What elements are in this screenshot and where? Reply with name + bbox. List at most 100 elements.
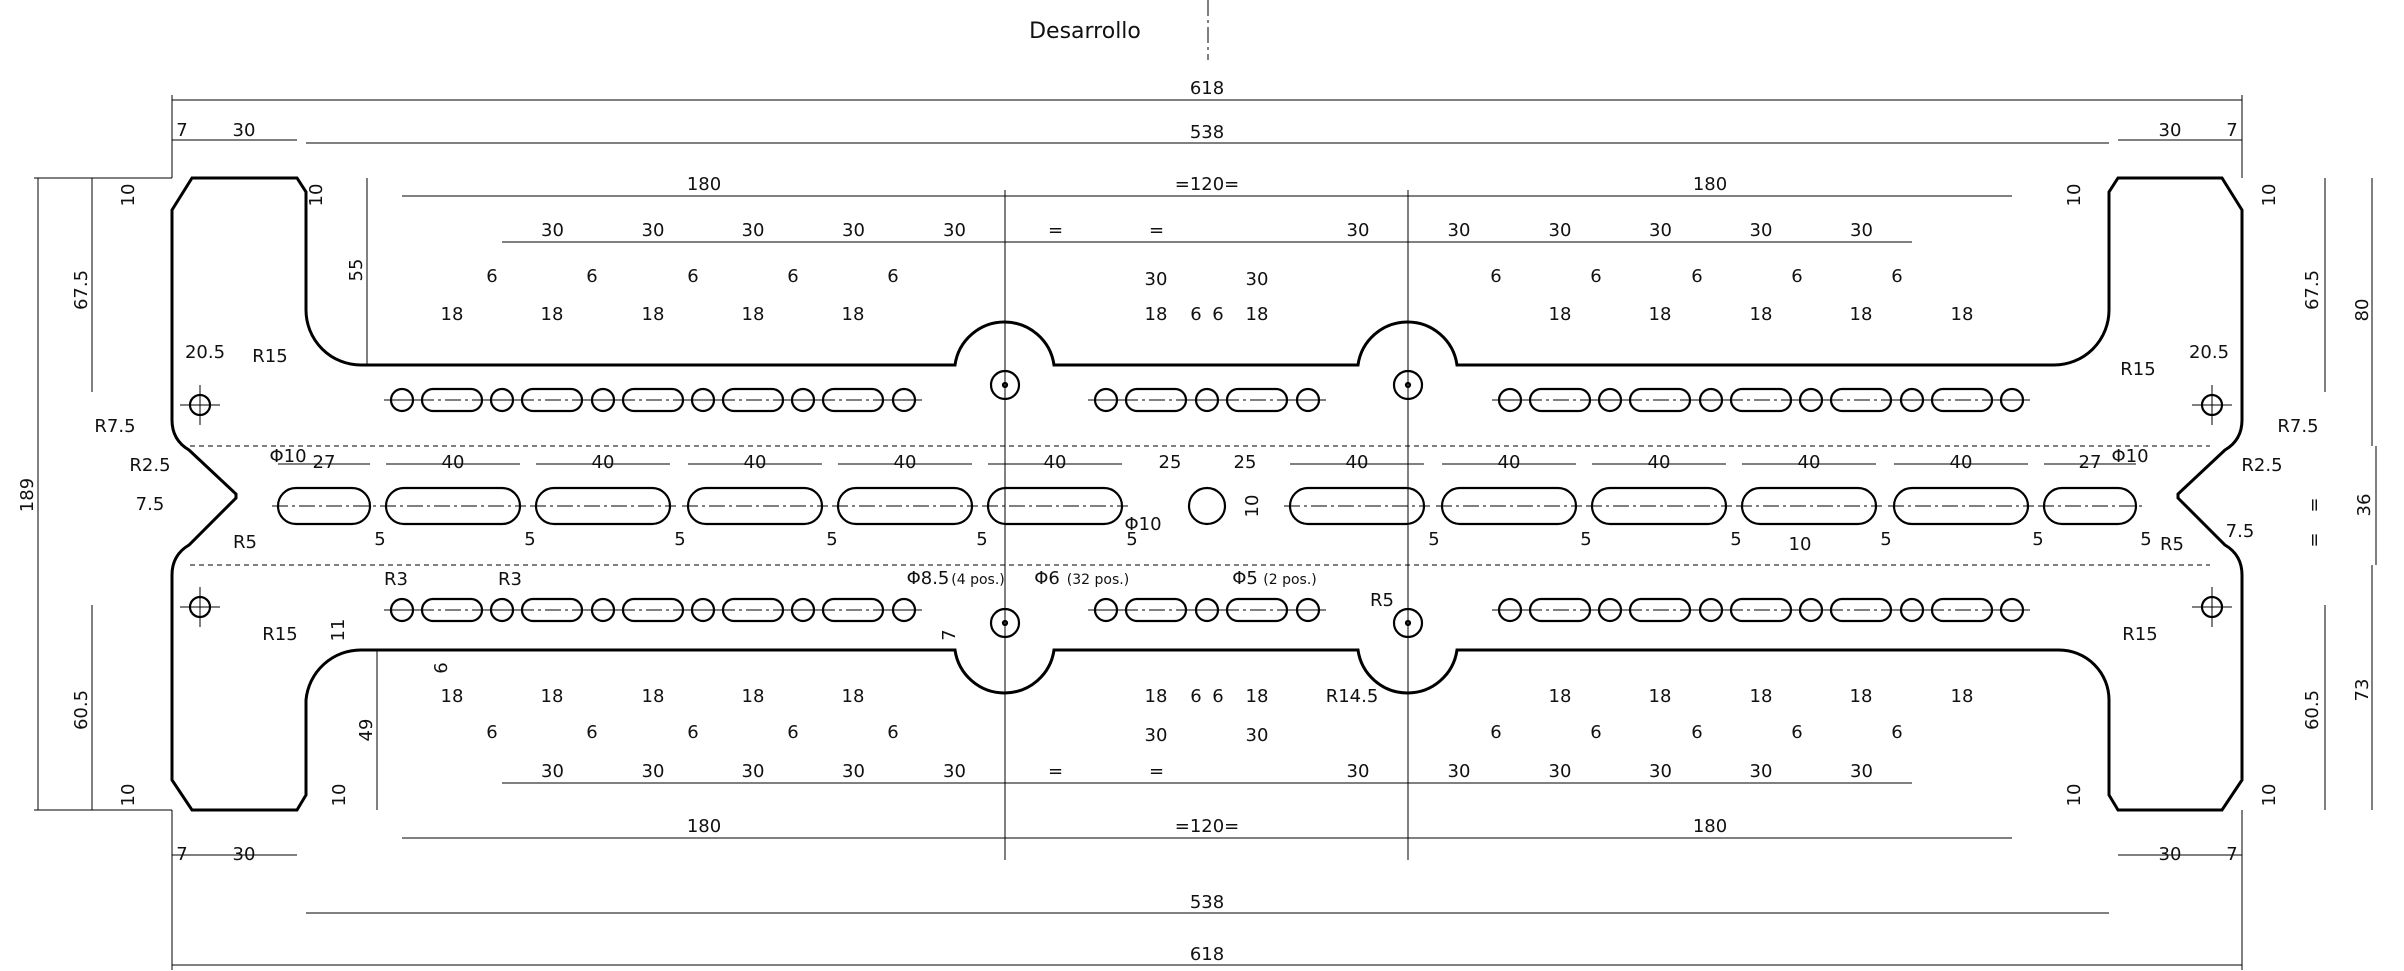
slot-gap-label: 5 <box>1580 529 1591 550</box>
slot-gap-label: 5 <box>976 529 987 550</box>
svg-text:10: 10 <box>2064 784 2085 807</box>
pitch-6-label: 6 <box>1891 722 1902 743</box>
pitch-30-label: 30 <box>1750 220 1773 241</box>
slot-width-label: 40 <box>1798 452 1821 473</box>
slot-gap-label: 5 <box>524 529 535 550</box>
pitch-18-label: 18 <box>541 304 564 325</box>
svg-text:67.5: 67.5 <box>71 270 92 310</box>
pitch-6-label: 6 <box>1590 722 1601 743</box>
pitch-6-centre: 6 <box>1190 304 1201 325</box>
svg-text:R5: R5 <box>1370 590 1394 611</box>
svg-text:7: 7 <box>2226 844 2237 865</box>
slot-width-label: 40 <box>1044 452 1067 473</box>
part-outline <box>170 176 2244 812</box>
pitch-6-label: 6 <box>787 266 798 287</box>
slot-width-label: 40 <box>894 452 917 473</box>
slot-width-label: 40 <box>592 452 615 473</box>
segment-180-left: 180 <box>687 816 721 837</box>
svg-text:10: 10 <box>2064 184 2085 207</box>
svg-text:R5: R5 <box>233 532 257 553</box>
pitch-18-label: 18 <box>742 686 765 707</box>
segment-120: =120= <box>1175 174 1240 195</box>
pitch-18-label: 18 <box>1951 686 1974 707</box>
pitch-6-label: 6 <box>1691 722 1702 743</box>
slot-gap-label: 5 <box>374 529 385 550</box>
svg-text:R7.5: R7.5 <box>2277 416 2318 437</box>
svg-text:R15: R15 <box>252 346 287 367</box>
pitch-18-label: 18 <box>441 686 464 707</box>
pitch-30-label: 30 <box>1347 220 1370 241</box>
svg-text:49: 49 <box>356 719 377 742</box>
pitch-6-label: 6 <box>586 266 597 287</box>
dim-overall: 618 538 538 618 189 <box>17 78 2243 970</box>
svg-text:R3: R3 <box>498 569 522 590</box>
pitch-30-label: = <box>1048 220 1063 241</box>
segment-180-right: 180 <box>1693 816 1727 837</box>
pitch-6-label: 6 <box>1490 722 1501 743</box>
dim-10-v: 10 <box>1242 495 1263 518</box>
drawing-title: Desarrollo <box>1029 19 1141 44</box>
pitch-30-label: 30 <box>1448 220 1471 241</box>
pitch-6-label: 6 <box>1691 266 1702 287</box>
svg-text:(4 pos.): (4 pos.) <box>951 572 1004 588</box>
svg-text:R15: R15 <box>2122 624 2157 645</box>
slot-width-label: 40 <box>1950 452 1973 473</box>
pitch-18-centre: 18 <box>1145 686 1168 707</box>
dim-538-top: 538 <box>1190 122 1224 143</box>
svg-text:7: 7 <box>176 120 187 141</box>
pitch-18-label: 18 <box>1951 304 1974 325</box>
pitch-6-label: 6 <box>1490 266 1501 287</box>
hole-centre-phi10 <box>1187 486 1227 526</box>
svg-text:R5: R5 <box>2160 534 2184 555</box>
pitch-18-label: 18 <box>1850 304 1873 325</box>
svg-text:Φ10: Φ10 <box>269 446 306 467</box>
pitch-30-label: 30 <box>1649 761 1672 782</box>
pitch-6-label: 6 <box>586 722 597 743</box>
dim-538-bottom: 538 <box>1190 892 1224 913</box>
slot-width-label: 27 <box>313 452 336 473</box>
svg-text:30: 30 <box>2159 844 2182 865</box>
svg-text:60.5: 60.5 <box>2302 690 2323 730</box>
svg-text:Φ10: Φ10 <box>1124 514 1161 535</box>
svg-text:R3: R3 <box>384 569 408 590</box>
svg-text:67.5: 67.5 <box>2302 270 2323 310</box>
pitch-30-centre: 30 <box>1145 269 1168 290</box>
pitch-6-label: 6 <box>887 722 898 743</box>
svg-text:30: 30 <box>233 120 256 141</box>
pitch-18-centre: 18 <box>1246 304 1269 325</box>
svg-text:10: 10 <box>306 184 327 207</box>
pitch-6-label: 6 <box>1791 266 1802 287</box>
slot-width-label: 40 <box>1346 452 1369 473</box>
svg-text:(32 pos.): (32 pos.) <box>1067 572 1129 588</box>
dim-618-top: 618 <box>1190 78 1224 99</box>
pitch-6-centre: 6 <box>1190 686 1201 707</box>
pitch-30-label: 30 <box>1649 220 1672 241</box>
svg-text:Φ8.5: Φ8.5 <box>907 568 950 589</box>
svg-text:R15: R15 <box>2120 359 2155 380</box>
dim-corner-bottom-left: 7 30 10 10 60.5 49 11 7 <box>71 605 960 865</box>
svg-text:Φ5: Φ5 <box>1232 568 1258 589</box>
pitch-30-label: 30 <box>1850 220 1873 241</box>
pitch-18-label: 18 <box>1750 304 1773 325</box>
pitch-6-small: 6 <box>431 662 452 673</box>
pitch-30-label: 30 <box>1549 220 1572 241</box>
pitch-18-label: 18 <box>842 304 865 325</box>
pitch-6-label: 6 <box>687 722 698 743</box>
pitch-30-label: 30 <box>642 761 665 782</box>
svg-text:R7.5: R7.5 <box>94 416 135 437</box>
pitch-18-centre: 18 <box>1246 686 1269 707</box>
slot-gap-label: 5 <box>2032 529 2043 550</box>
svg-text:7.5: 7.5 <box>136 494 165 515</box>
pitch-18-label: 18 <box>842 686 865 707</box>
dim-25-right: 25 <box>1234 452 1257 473</box>
radius-labels: R15 R15 R15 R15 R7.5 R7.5 R2.5 R2.5 R5 R… <box>94 346 2318 707</box>
pitch-18-centre: 18 <box>1145 304 1168 325</box>
pitch-18-label: 18 <box>541 686 564 707</box>
pitch-18-label: 18 <box>1649 304 1672 325</box>
slot-gap-label: 5 <box>826 529 837 550</box>
svg-text:(2 pos.): (2 pos.) <box>1263 572 1316 588</box>
segment-120: =120= <box>1175 816 1240 837</box>
pitch-30-label: 30 <box>842 761 865 782</box>
svg-text:10: 10 <box>2259 784 2280 807</box>
